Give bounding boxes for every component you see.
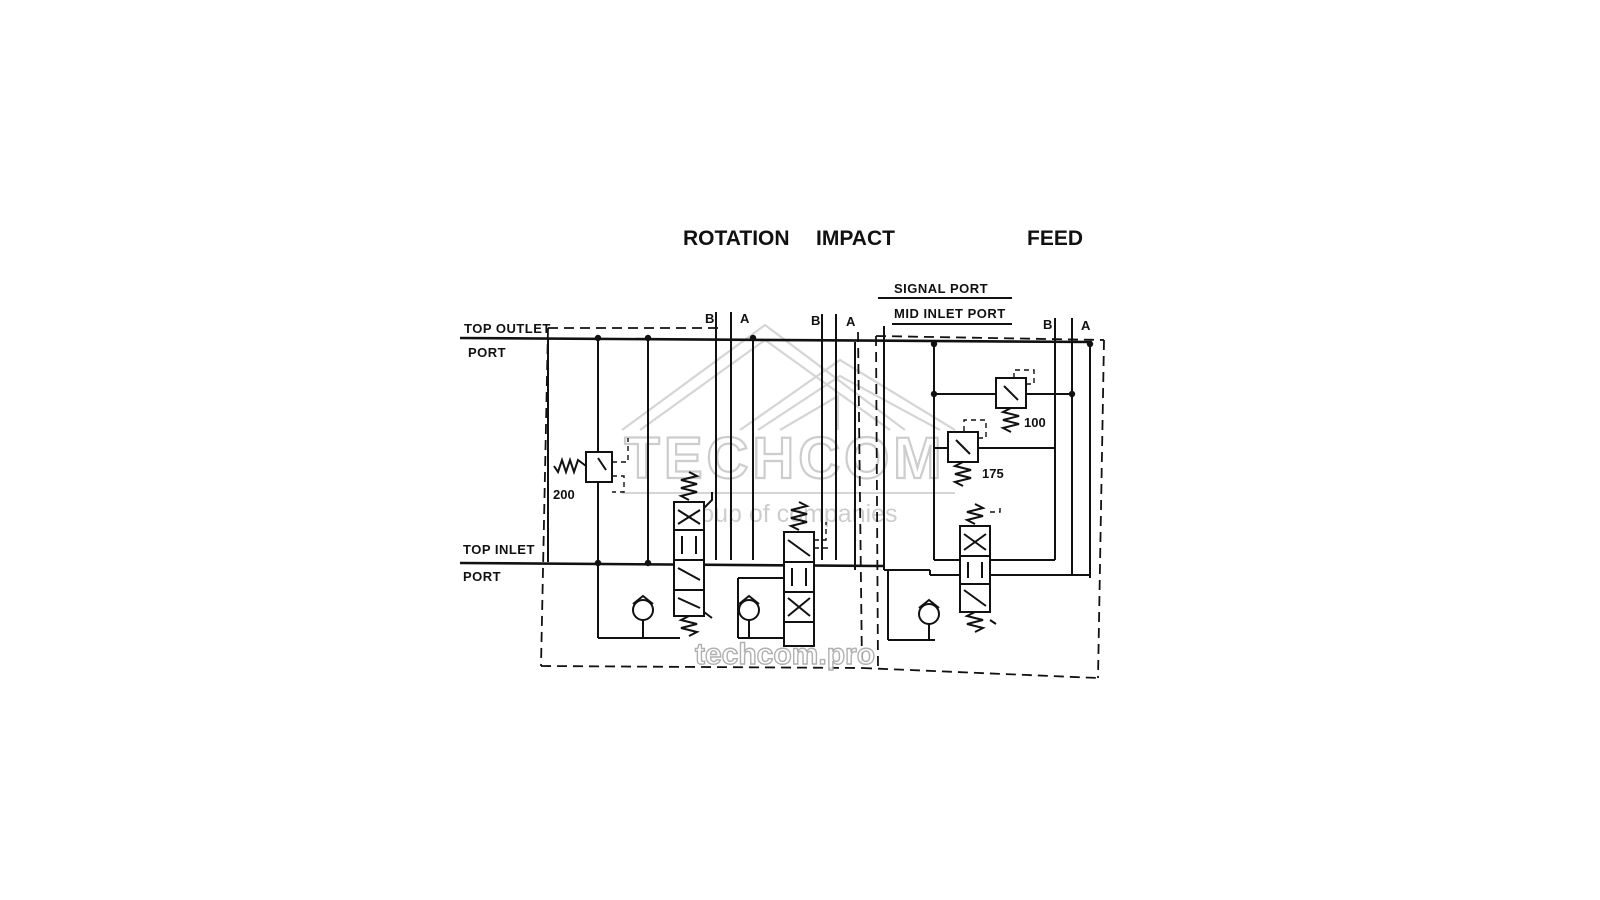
signal-port-label: SIGNAL PORT [894, 281, 988, 296]
junction-dots [594, 334, 1094, 567]
watermark-brand: TECHCOM [624, 426, 945, 491]
top-inlet-port-label: TOP INLET [463, 542, 535, 557]
impact-port-a: A [846, 314, 856, 329]
main-relief-valve: 200 [553, 438, 629, 502]
watermark-url: techcom.pro [695, 638, 875, 671]
rotation-port-a: A [740, 311, 750, 326]
main-lines [459, 312, 1093, 641]
watermark-tagline: Group of companies [672, 500, 897, 528]
feed-spool [959, 503, 1001, 633]
feed-port-a: A [1081, 318, 1091, 333]
header-feed: FEED [1027, 227, 1083, 250]
top-outlet-port-label: TOP OUTLET [464, 321, 551, 336]
impact-spool [783, 501, 830, 647]
header-rotation: ROTATION [683, 227, 790, 250]
mid-inlet-port-label: MID INLET PORT [894, 306, 1006, 321]
techcom-watermark: TECHCOM Group of companies [621, 323, 956, 528]
rotation-port-b: B [705, 311, 714, 326]
top-inlet-port-label-2: PORT [463, 569, 501, 584]
top-outlet-port-label-2: PORT [468, 345, 506, 360]
feed-relief-lower-setting: 175 [982, 466, 1004, 481]
feed-relief-valves: 100 175 [947, 369, 1046, 487]
header-impact: IMPACT [816, 227, 895, 250]
valve-block-boundary [540, 327, 1105, 679]
rotation-spool [673, 471, 713, 637]
watermark-logo-roof-icon [621, 323, 956, 431]
main-relief-setting: 200 [553, 487, 575, 502]
feed-port-b: B [1043, 317, 1052, 332]
impact-port-b: B [811, 313, 820, 328]
feed-relief-upper-setting: 100 [1024, 415, 1046, 430]
check-valves [632, 594, 940, 640]
